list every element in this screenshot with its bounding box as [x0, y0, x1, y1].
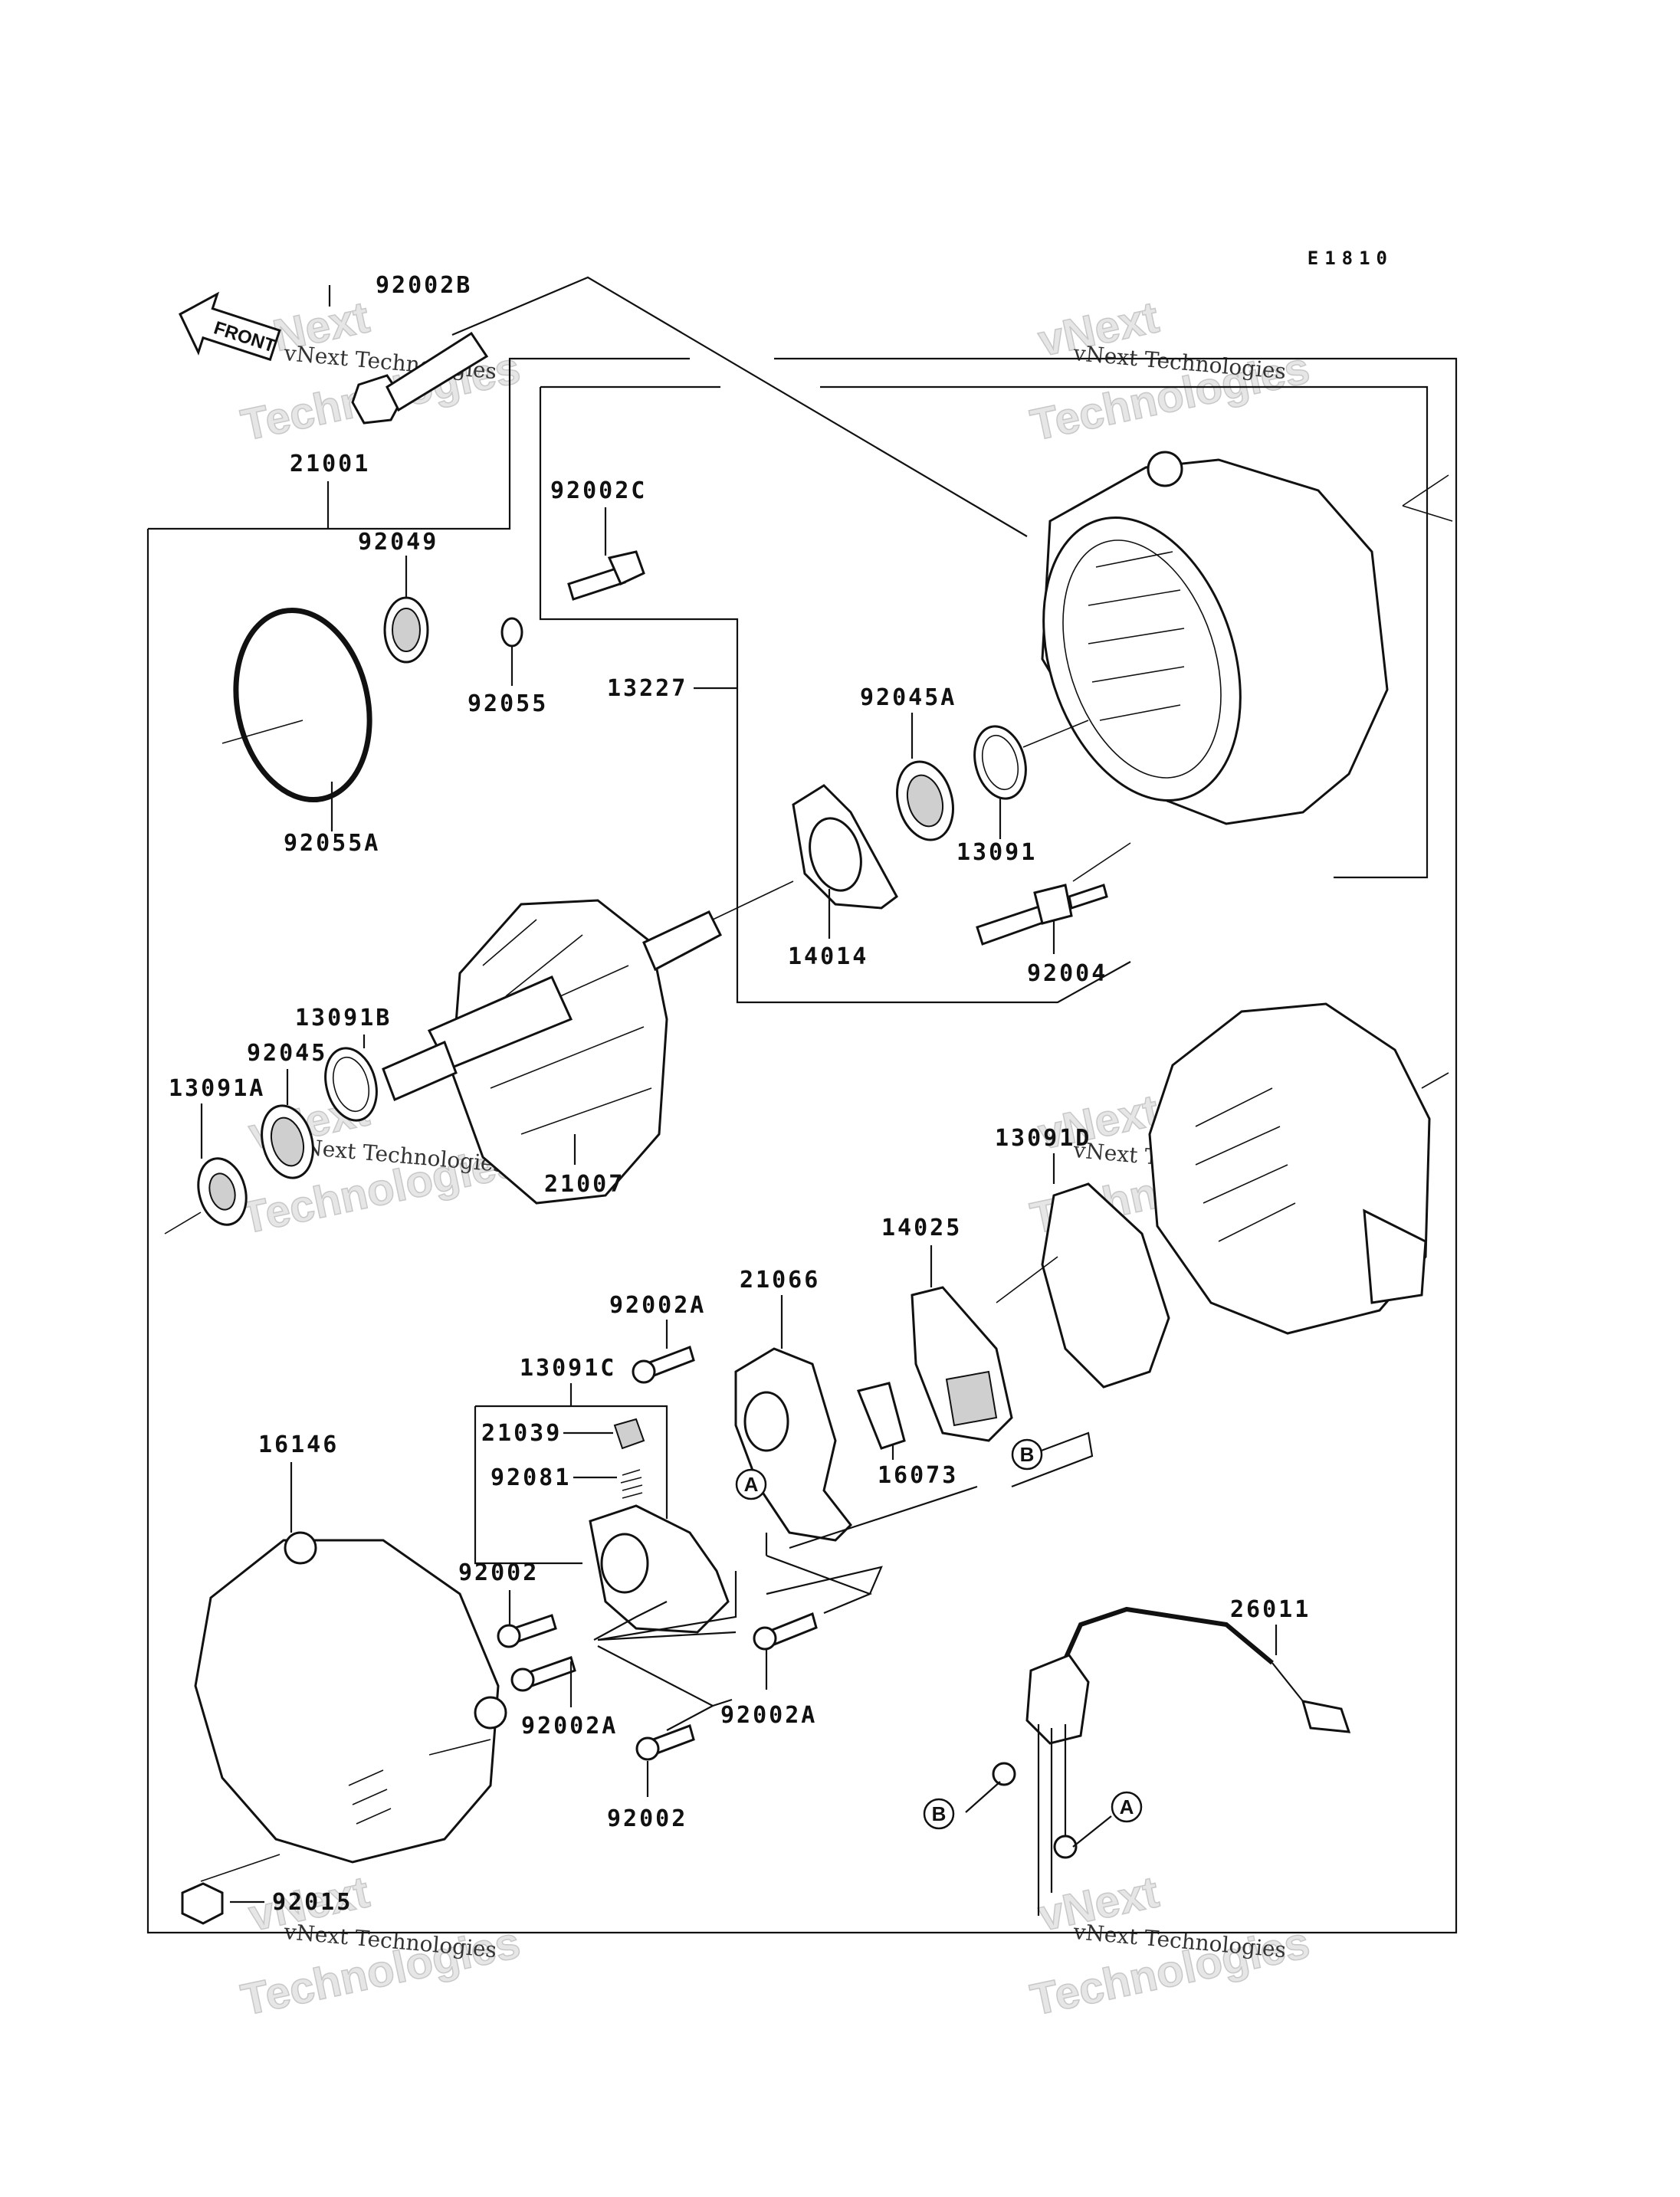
rear-housing: [1041, 451, 1453, 825]
svg-text:B: B: [1020, 1443, 1035, 1466]
label-26011: 26011: [1230, 1596, 1311, 1623]
marker-a-wire: A: [1111, 1791, 1143, 1823]
part-labels: 92002B 21001 92049 92055 92055A 92002C 1…: [169, 272, 1311, 1916]
label-13091: 13091: [956, 839, 1037, 866]
label-13227: 13227: [607, 675, 687, 702]
label-92055a: 92055A: [284, 830, 380, 857]
label-13091b: 13091B: [295, 1005, 392, 1031]
label-14025: 14025: [881, 1215, 962, 1241]
label-92081: 92081: [491, 1464, 571, 1491]
label-21001: 21001: [290, 451, 370, 477]
bolt-92002b: [351, 331, 489, 425]
insulator-16073: [856, 1382, 906, 1460]
label-92002-left: 92002: [458, 1559, 539, 1586]
label-92045a: 92045A: [860, 684, 956, 711]
label-92002-bottom: 92002: [607, 1805, 687, 1832]
cover-16146: [194, 1462, 507, 1864]
ring-13091: [973, 720, 1089, 839]
label-92004: 92004: [1027, 960, 1107, 987]
bolt-92002a-left: [510, 1656, 576, 1707]
bearing-92045: [261, 1069, 314, 1179]
bolt-92002-left: [497, 1590, 557, 1648]
diagram-code: E1810: [1308, 248, 1393, 269]
marker-b-wire: B: [923, 1798, 955, 1830]
label-16146: 16146: [258, 1431, 339, 1458]
collar-13091a: [164, 1103, 248, 1235]
label-21066: 21066: [740, 1267, 820, 1294]
label-92049: 92049: [358, 529, 438, 556]
rotor-21007: [382, 880, 794, 1205]
label-92002a-left: 92002A: [521, 1713, 618, 1740]
label-21039: 21039: [481, 1420, 562, 1447]
bearing-92049: [383, 556, 429, 664]
bolt-lead-lines: [593, 1431, 1094, 1731]
label-92002b: 92002B: [376, 272, 472, 299]
marker-b-holder: B: [1011, 1438, 1043, 1471]
label-14014: 14014: [788, 943, 868, 970]
watermark-top-left: vNext Technologies vNext Technologies: [236, 292, 524, 451]
marker-a-holder: A: [735, 1468, 767, 1500]
label-92002a-right: 92002A: [720, 1702, 817, 1729]
svg-text:B: B: [932, 1802, 947, 1825]
label-13091c: 13091C: [520, 1355, 616, 1382]
bolt-92002c: [567, 507, 645, 601]
bearing-92045a: [896, 713, 954, 841]
watermark-top-right: vNext Technologies vNext Technologies: [1025, 292, 1314, 451]
label-92055: 92055: [468, 690, 548, 717]
regulator-14025: [911, 1245, 1058, 1442]
ring-13091b: [324, 1035, 378, 1122]
stud-92004: [976, 842, 1131, 954]
svg-text:A: A: [744, 1473, 759, 1496]
brush-holder-21066: [734, 1295, 852, 1542]
bolt-92002a-right: [753, 1612, 818, 1690]
subassembly-13091c: [474, 1383, 730, 1634]
label-92002c: 92002C: [550, 477, 647, 504]
label-16073: 16073: [878, 1462, 958, 1489]
ring-92055: [500, 617, 523, 686]
plate-14014: [792, 784, 898, 939]
watermark-bottom-right: vNext Technologies vNext Technologies: [1025, 1867, 1314, 2026]
oring-92055a: [221, 607, 372, 831]
bolt-92002a-top: [632, 1320, 695, 1384]
label-92045: 92045: [247, 1040, 327, 1067]
label-13091d: 13091D: [995, 1125, 1091, 1152]
plate-13091d: [1041, 1153, 1170, 1389]
bolt-92002-bottom: [635, 1724, 695, 1797]
label-92015: 92015: [272, 1889, 353, 1916]
label-92002a-top: 92002A: [609, 1292, 706, 1319]
label-21007: 21007: [544, 1171, 625, 1198]
frame-lines: [146, 276, 1458, 1934]
svg-text:A: A: [1120, 1795, 1134, 1818]
nut-92015: [181, 1854, 281, 1925]
front-housing: [1148, 1002, 1449, 1335]
wiring-26011: [965, 1606, 1351, 1916]
label-13091a: 13091A: [169, 1075, 265, 1102]
